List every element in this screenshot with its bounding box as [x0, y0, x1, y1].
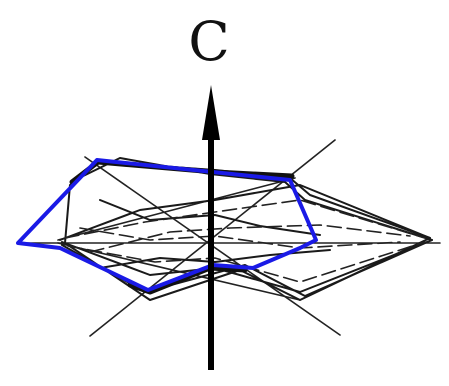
ring-outlines-dashed: [64, 199, 426, 283]
vertical-axis-arrow: [202, 85, 220, 370]
highlighted-ring: [16, 158, 318, 292]
axis-label: C: [188, 10, 229, 73]
